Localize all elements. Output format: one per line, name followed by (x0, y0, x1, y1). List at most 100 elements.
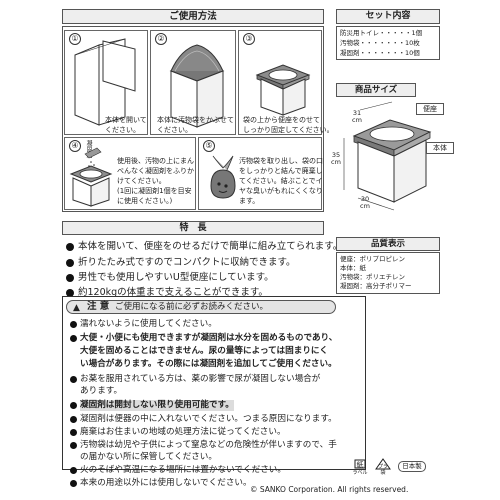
usage-title: ご使用方法 (169, 11, 217, 22)
size-top-dim: 31 cm (352, 110, 362, 124)
caution-line: 廃棄はお住まいの地域の処理方法に従ってください。 (80, 427, 286, 437)
caution-bullet (70, 321, 77, 328)
caution-line: 凝固剤は開封しない限り使用可能です。 (80, 400, 234, 411)
caution-bullet (70, 442, 77, 449)
usage-header: ご使用方法 (62, 9, 324, 24)
step-number: ④ (69, 140, 81, 152)
quality-header: 品質表示 (336, 237, 440, 251)
coagulant-illustration (69, 147, 113, 207)
quality-value: ポリプロピレン (359, 255, 406, 263)
step-text-line: 汚物袋を取り出し、袋の口 (239, 157, 323, 165)
feature-item: 折りたたみ式ですのでコンパクトに収納できます。 (78, 257, 296, 268)
features-title: 特 長 (179, 223, 207, 233)
step-text-line: てください。結ぶことでイ (239, 177, 323, 185)
copyright: © SANKO Corporation. All rights reserved… (250, 485, 409, 494)
size-height-value: 35 (331, 151, 341, 159)
step-text-line: 使用後、汚物の上にまん (117, 157, 194, 165)
caution-line: 大便を固めることはできません。尿の量等によっては固まりにく (80, 346, 328, 356)
quality-label: 凝固剤： (340, 282, 366, 290)
set-item-name: 汚物袋 (340, 39, 360, 47)
caution-line: 汚物袋は幼児や子供によって窒息などの危険性が伴いますので、手 (80, 440, 337, 450)
usage-step-2: ② 本体に汚物袋をかぶせて ください。 (150, 30, 236, 135)
step-text-line: ます。 (239, 197, 260, 205)
size-top-value: 31 (352, 109, 362, 117)
step-text-line: に使用ください。) (117, 197, 173, 205)
step-number: ② (155, 33, 167, 45)
caution-title: 注 意 (87, 301, 110, 312)
usage-step-4: ④ 凝固剤 使用後、汚物の上にまん べんなく凝固剤をふりか けてください。 (1… (64, 137, 196, 210)
quality-label: 本体： (340, 264, 360, 272)
caution-line: い場合があります。その際には凝固剤を追加してご使用ください。 (80, 359, 337, 369)
set-item-dots: ・・・・・・・ (359, 49, 406, 57)
paper-mark-text: 紙 (357, 460, 364, 469)
usage-panel (62, 26, 324, 212)
size-height-unit: cm (331, 158, 341, 166)
features-header: 特 長 (62, 221, 324, 235)
set-item-dots: ・・・・・ (379, 29, 412, 37)
caution-bullet (70, 402, 77, 409)
set-contents-header: セット内容 (336, 9, 440, 24)
step-text-line: ヤな臭いがもれにくくなり (239, 187, 323, 195)
caution-subtitle: ご使用になる前に必ずお読みください。 (115, 302, 269, 312)
step-text-line: 袋の上から便座をのせて (243, 116, 320, 124)
caution-line: 大便・小便にも使用できますが凝固剤は水分を固めるものであり、 (80, 333, 338, 343)
caution-line: 火のそばや高温になる場所には置かないでください。 (80, 465, 286, 475)
caution-bullet (70, 467, 77, 474)
quality-label: 汚物袋： (340, 273, 366, 281)
set-item-name: 防災用トイレ (340, 29, 379, 37)
step-text-line: (1回に凝固剤1個を目安 (117, 187, 192, 195)
step-text-line: しっかり固定してください。 (243, 126, 334, 134)
feature-bullet (66, 274, 74, 282)
product-size-title: 商品サイズ (354, 85, 398, 95)
paper-recycle-mark: 紙 ラベル (352, 458, 368, 476)
step-text-line: ください。 (157, 126, 192, 134)
caution-line: お薬を服用されている方は、薬の影響で尿が凝固しない場合が (80, 374, 321, 384)
feature-bullet (66, 259, 74, 267)
caution-bullet (70, 416, 77, 423)
feature-bullet (66, 289, 74, 297)
usage-step-5: ⑤ 汚物袋を取り出し、袋の口 をしっかりと結んで廃棄し てください。結ぶことでイ… (198, 137, 323, 210)
bag-on-box-illustration (169, 44, 225, 128)
plastic-recycle-mark: プラ 袋 (373, 458, 393, 476)
quality-panel: 便座：ポリプロピレン 本体：紙 汚物袋：ポリエチレン 凝固剤：高分子ポリマー (336, 252, 440, 294)
caution-header: ▲ 注 意 ご使用になる前に必ずお読みください。 (66, 300, 336, 314)
caution-line: あります。 (80, 386, 123, 396)
caution-line: 凝固剤は便器の中に入れないでください。つまる原因になります。 (80, 414, 337, 424)
feature-bullet (66, 243, 74, 251)
caution-box (62, 296, 366, 470)
quality-value: 紙 (359, 264, 367, 272)
usage-step-3: ③ 袋の上から便座をのせて しっかり固定してください。 (238, 30, 334, 135)
feature-item: 男性でも使用しやすいU型便座にしています。 (78, 272, 274, 283)
made-in-badge: 日本製 (398, 461, 426, 472)
set-item-dots: ・・・・・・・ (359, 39, 406, 47)
size-depth-value: 30 (360, 195, 370, 203)
set-item-qty: 10個 (405, 49, 420, 57)
step-text-line: 本体を開いて (105, 116, 147, 124)
caution-line: 本来の用途以外には使用しないでください。 (80, 478, 252, 488)
coagulant-tag: 凝固剤 (85, 140, 92, 158)
step-text-line: をしっかりと結んで廃棄し (239, 167, 323, 175)
size-depth-unit: cm (360, 202, 370, 210)
quality-title: 品質表示 (370, 239, 405, 249)
product-size-illustration (343, 101, 432, 211)
step-text-line: けてください。 (117, 177, 166, 185)
warning-icon: ▲ (73, 303, 80, 313)
step-text-line: べんなく凝固剤をふりか (117, 167, 194, 175)
set-contents-panel: 防災用トイレ・・・・・1個 汚物袋・・・・・・・10枚 凝固剤・・・・・・・10… (336, 26, 440, 60)
caution-bullet (70, 335, 77, 342)
open-box-illustration (74, 38, 136, 126)
quality-value: 高分子ポリマー (366, 282, 412, 290)
size-height-dim: 35 cm (331, 152, 341, 166)
step-text-line: 本体に汚物袋をかぶせて (157, 116, 234, 124)
caution-line: の届かない所に保管してください。 (80, 452, 217, 462)
step-number: ⑤ (203, 140, 215, 152)
seat-on-box-illustration (255, 64, 311, 116)
step-text-line: ください。 (105, 126, 140, 134)
body-callout: 本体 (426, 142, 454, 154)
feature-item: 本体を開いて、便座をのせるだけで簡単に組み立てられます。 (78, 241, 343, 252)
body-label: 本体 (433, 144, 447, 152)
made-in-label: 日本製 (402, 462, 422, 470)
caution-bullet (70, 480, 77, 487)
product-size-header: 商品サイズ (336, 83, 416, 97)
caution-bullet (70, 429, 77, 436)
